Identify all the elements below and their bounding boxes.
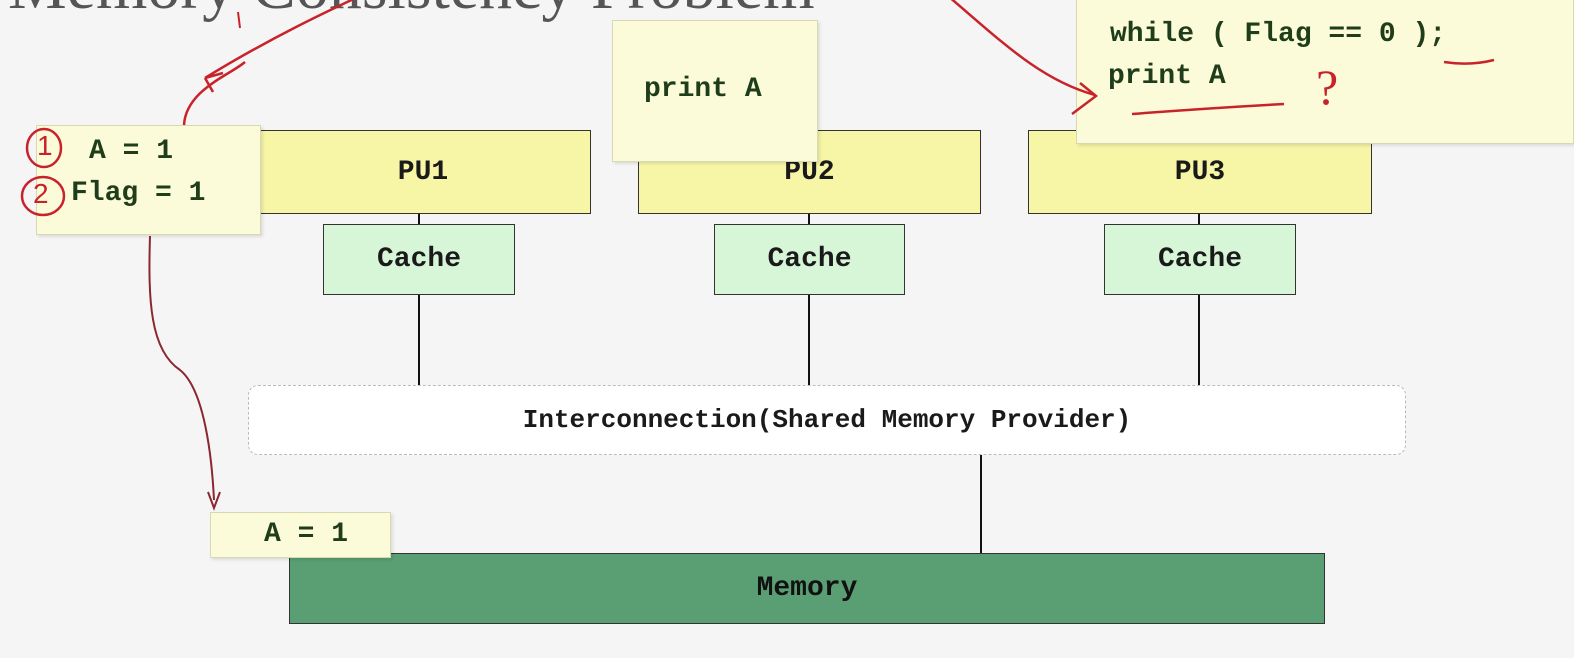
- cache3-box: Cache: [1104, 224, 1296, 295]
- pu2-code-note: print A: [612, 20, 818, 162]
- interconnect-bus: Interconnection(Shared Memory Provider): [248, 385, 1406, 455]
- step2-number: 2: [33, 178, 49, 209]
- memory-label: Memory: [756, 573, 858, 604]
- pu3-code-note: while ( Flag == 0 ); print A: [1076, 0, 1574, 144]
- interconnect-label: Interconnection(Shared Memory Provider): [522, 405, 1132, 435]
- pu1-cache-connector: [418, 213, 420, 224]
- pu1-code-line-2: Flag = 1: [71, 178, 206, 209]
- cache3-bus-connector: [1198, 294, 1200, 385]
- pu1-code-note: A = 1 Flag = 1: [36, 125, 261, 235]
- pu1-label: PU1: [397, 156, 449, 188]
- pu3-label: PU3: [1174, 156, 1226, 188]
- memory-block: Memory: [289, 553, 1325, 624]
- pu3-box: PU3: [1028, 130, 1372, 214]
- cache1-box: Cache: [323, 224, 515, 295]
- slide-title: Memory Consistency Problem: [8, 0, 815, 20]
- cache1-label: Cache: [376, 244, 461, 275]
- cache1-bus-connector: [418, 294, 420, 385]
- cache2-box: Cache: [714, 224, 905, 295]
- cache2-bus-connector: [808, 294, 810, 385]
- pu1-code-line-1: A = 1: [89, 136, 174, 167]
- flush-arrow-head: [207, 491, 221, 511]
- flush-arrow-path: [148, 235, 215, 501]
- pu3-cache-connector: [1198, 213, 1200, 224]
- bus-memory-connector: [980, 455, 982, 553]
- cache3-label: Cache: [1157, 244, 1242, 275]
- write-arrow-head: [203, 71, 224, 93]
- pu2-code-line: print A: [644, 74, 762, 105]
- memory-write-text: A = 1: [264, 519, 349, 550]
- memory-write-note: A = 1: [210, 512, 391, 558]
- step1-number: 1: [37, 130, 53, 161]
- read-arrow-path: [950, 0, 1096, 97]
- write-arrow-segment: [182, 61, 246, 126]
- pu2-cache-connector: [808, 213, 810, 224]
- cache2-label: Cache: [767, 244, 852, 275]
- pu3-code-line-1: while ( Flag == 0 );: [1110, 19, 1447, 50]
- pu3-code-line-2: print A: [1108, 61, 1226, 92]
- pu1-box: PU1: [255, 130, 591, 214]
